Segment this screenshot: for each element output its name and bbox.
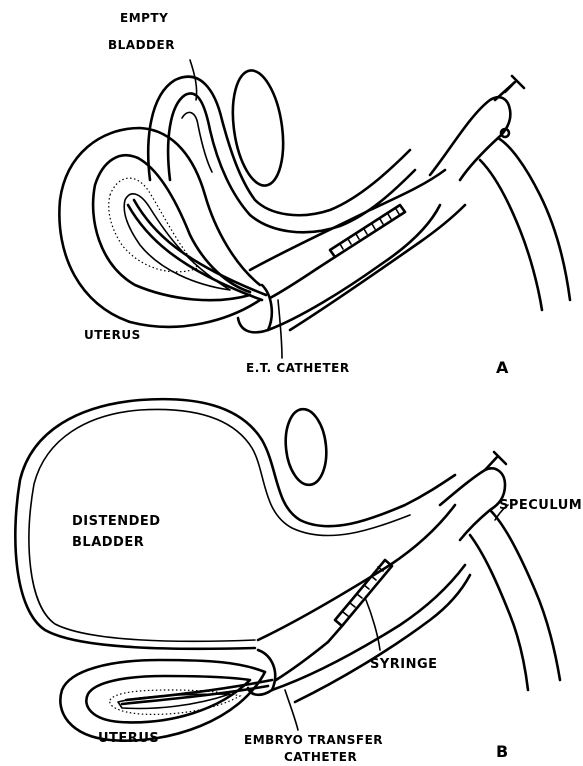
panel-a-plunger [495, 76, 524, 100]
panel-b-letter: B [496, 742, 509, 761]
panel-b-transfer-label-2: CATHETER [284, 750, 357, 764]
panel-a-rectum-oval [226, 67, 290, 189]
panel-b-rectum-oval [282, 407, 330, 487]
panel-b-speculum-label: SPECULUM [499, 498, 582, 513]
panel-a-vagina-lower [268, 205, 440, 330]
panel-a-empty-bladder-outline [148, 77, 410, 216]
panel-b-transfer-label-1: EMBRYO TRANSFER [244, 733, 383, 747]
panel-b-catheter-in-uterus [122, 686, 268, 704]
panel-a-catheter-label: E.T. CATHETER [246, 361, 350, 375]
panel-a-speculum-screw [501, 129, 509, 137]
panel-b-catheter-shaft [276, 642, 328, 680]
panel-b-syringe [328, 560, 392, 642]
panel-a: EMPTY BLADDER UTERUS E.T. CATHETER A [59, 11, 570, 377]
panel-b-syringe-label: SYRINGE [370, 657, 438, 672]
panel-a-letter: A [496, 358, 509, 377]
panel-a-catheter-leader [278, 300, 282, 358]
panel-b-plunger [485, 452, 506, 470]
panel-b-transfer-leader [285, 690, 298, 730]
panel-b-uterus-label: UTERUS [98, 731, 159, 746]
panel-a-empty-bladder-label-2: BLADDER [108, 38, 175, 52]
panel-a-uterus-outer [59, 128, 260, 327]
panel-a-empty-bladder-inner [168, 93, 415, 232]
panel-b-blade-bottom [295, 575, 470, 702]
panel-a-uterus-label: UTERUS [84, 328, 141, 342]
panel-b-distended-bladder-label-1: DISTENDED [72, 514, 161, 529]
panel-a-empty-bladder-label-1: EMPTY [120, 11, 168, 25]
panel-a-catheter-shaft [270, 268, 318, 298]
panel-b-distended-bladder-label-2: BLADDER [72, 535, 144, 550]
panel-a-vagina-upper [250, 170, 445, 270]
panel-b: DISTENDED BLADDER SPECULUM SYRINGE UTERU… [15, 399, 582, 764]
